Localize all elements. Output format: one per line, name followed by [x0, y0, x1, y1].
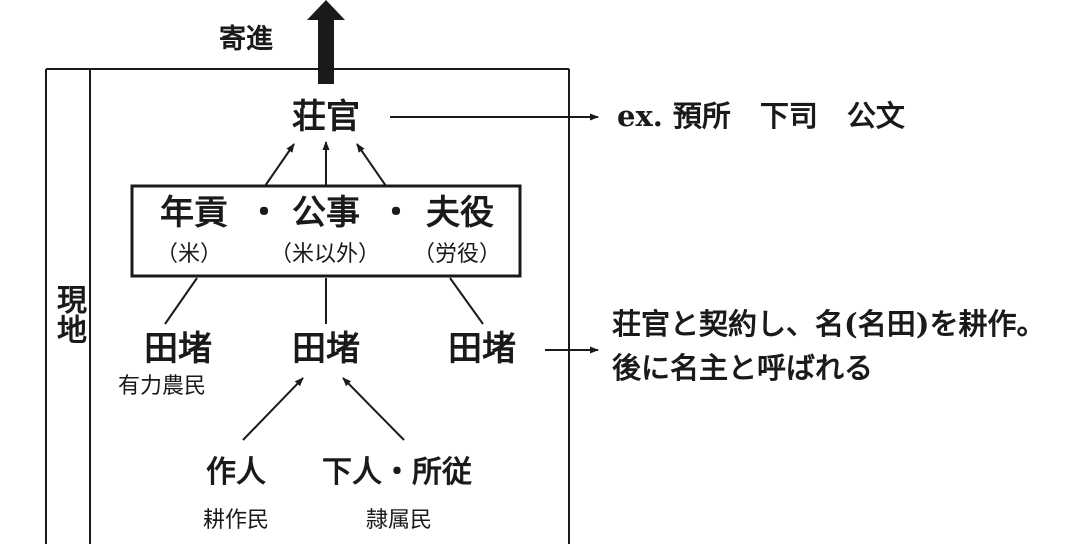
burden-kuji: 公事 — [292, 193, 360, 233]
tato-center: 田堵 — [292, 329, 360, 369]
burden-sub-kome: （米） — [156, 242, 223, 267]
genin-label: 下人・所従 — [322, 455, 472, 490]
burden-sub-roueki: （労役） — [413, 242, 502, 267]
arrow-burden-to-shokan-right — [356, 143, 387, 187]
burden-dot-1: ・ — [247, 193, 281, 233]
burden-nengu: 年貢 — [160, 193, 228, 233]
kishin-arrow — [307, 0, 345, 84]
burden-buyaku: 夫役 — [426, 193, 494, 233]
arrow-genin-to-tato — [342, 377, 405, 441]
shokan-examples: ex. 預所 下司 公文 — [617, 99, 905, 133]
genchi-label: 現地 — [51, 284, 86, 344]
tato-left: 田堵 — [144, 329, 212, 369]
shokan-label: 荘官 — [292, 97, 360, 137]
kishin-label: 寄進 — [219, 24, 273, 55]
tato-note: 有力農民 — [118, 374, 207, 399]
sakunin-label: 作人 — [206, 455, 266, 490]
line-tato-left — [164, 277, 198, 325]
tato-right: 田堵 — [448, 329, 516, 369]
burden-dot-2: ・ — [379, 193, 413, 233]
sakunin-note: 耕作民 — [203, 508, 270, 533]
line-tato-right — [449, 277, 484, 325]
tato-desc-line1: 荘官と契約し、名(名田)を耕作。 — [612, 307, 1046, 341]
genin-note: 隷属民 — [366, 508, 433, 533]
tato-desc-line2: 後に名主と呼ばれる — [612, 351, 874, 385]
arrow-sakunin-to-tato — [242, 377, 304, 441]
genchi-frame — [45, 68, 570, 544]
burden-sub-kome-igai: （米以外） — [270, 242, 381, 267]
arrow-burden-to-shokan-left — [264, 143, 295, 187]
